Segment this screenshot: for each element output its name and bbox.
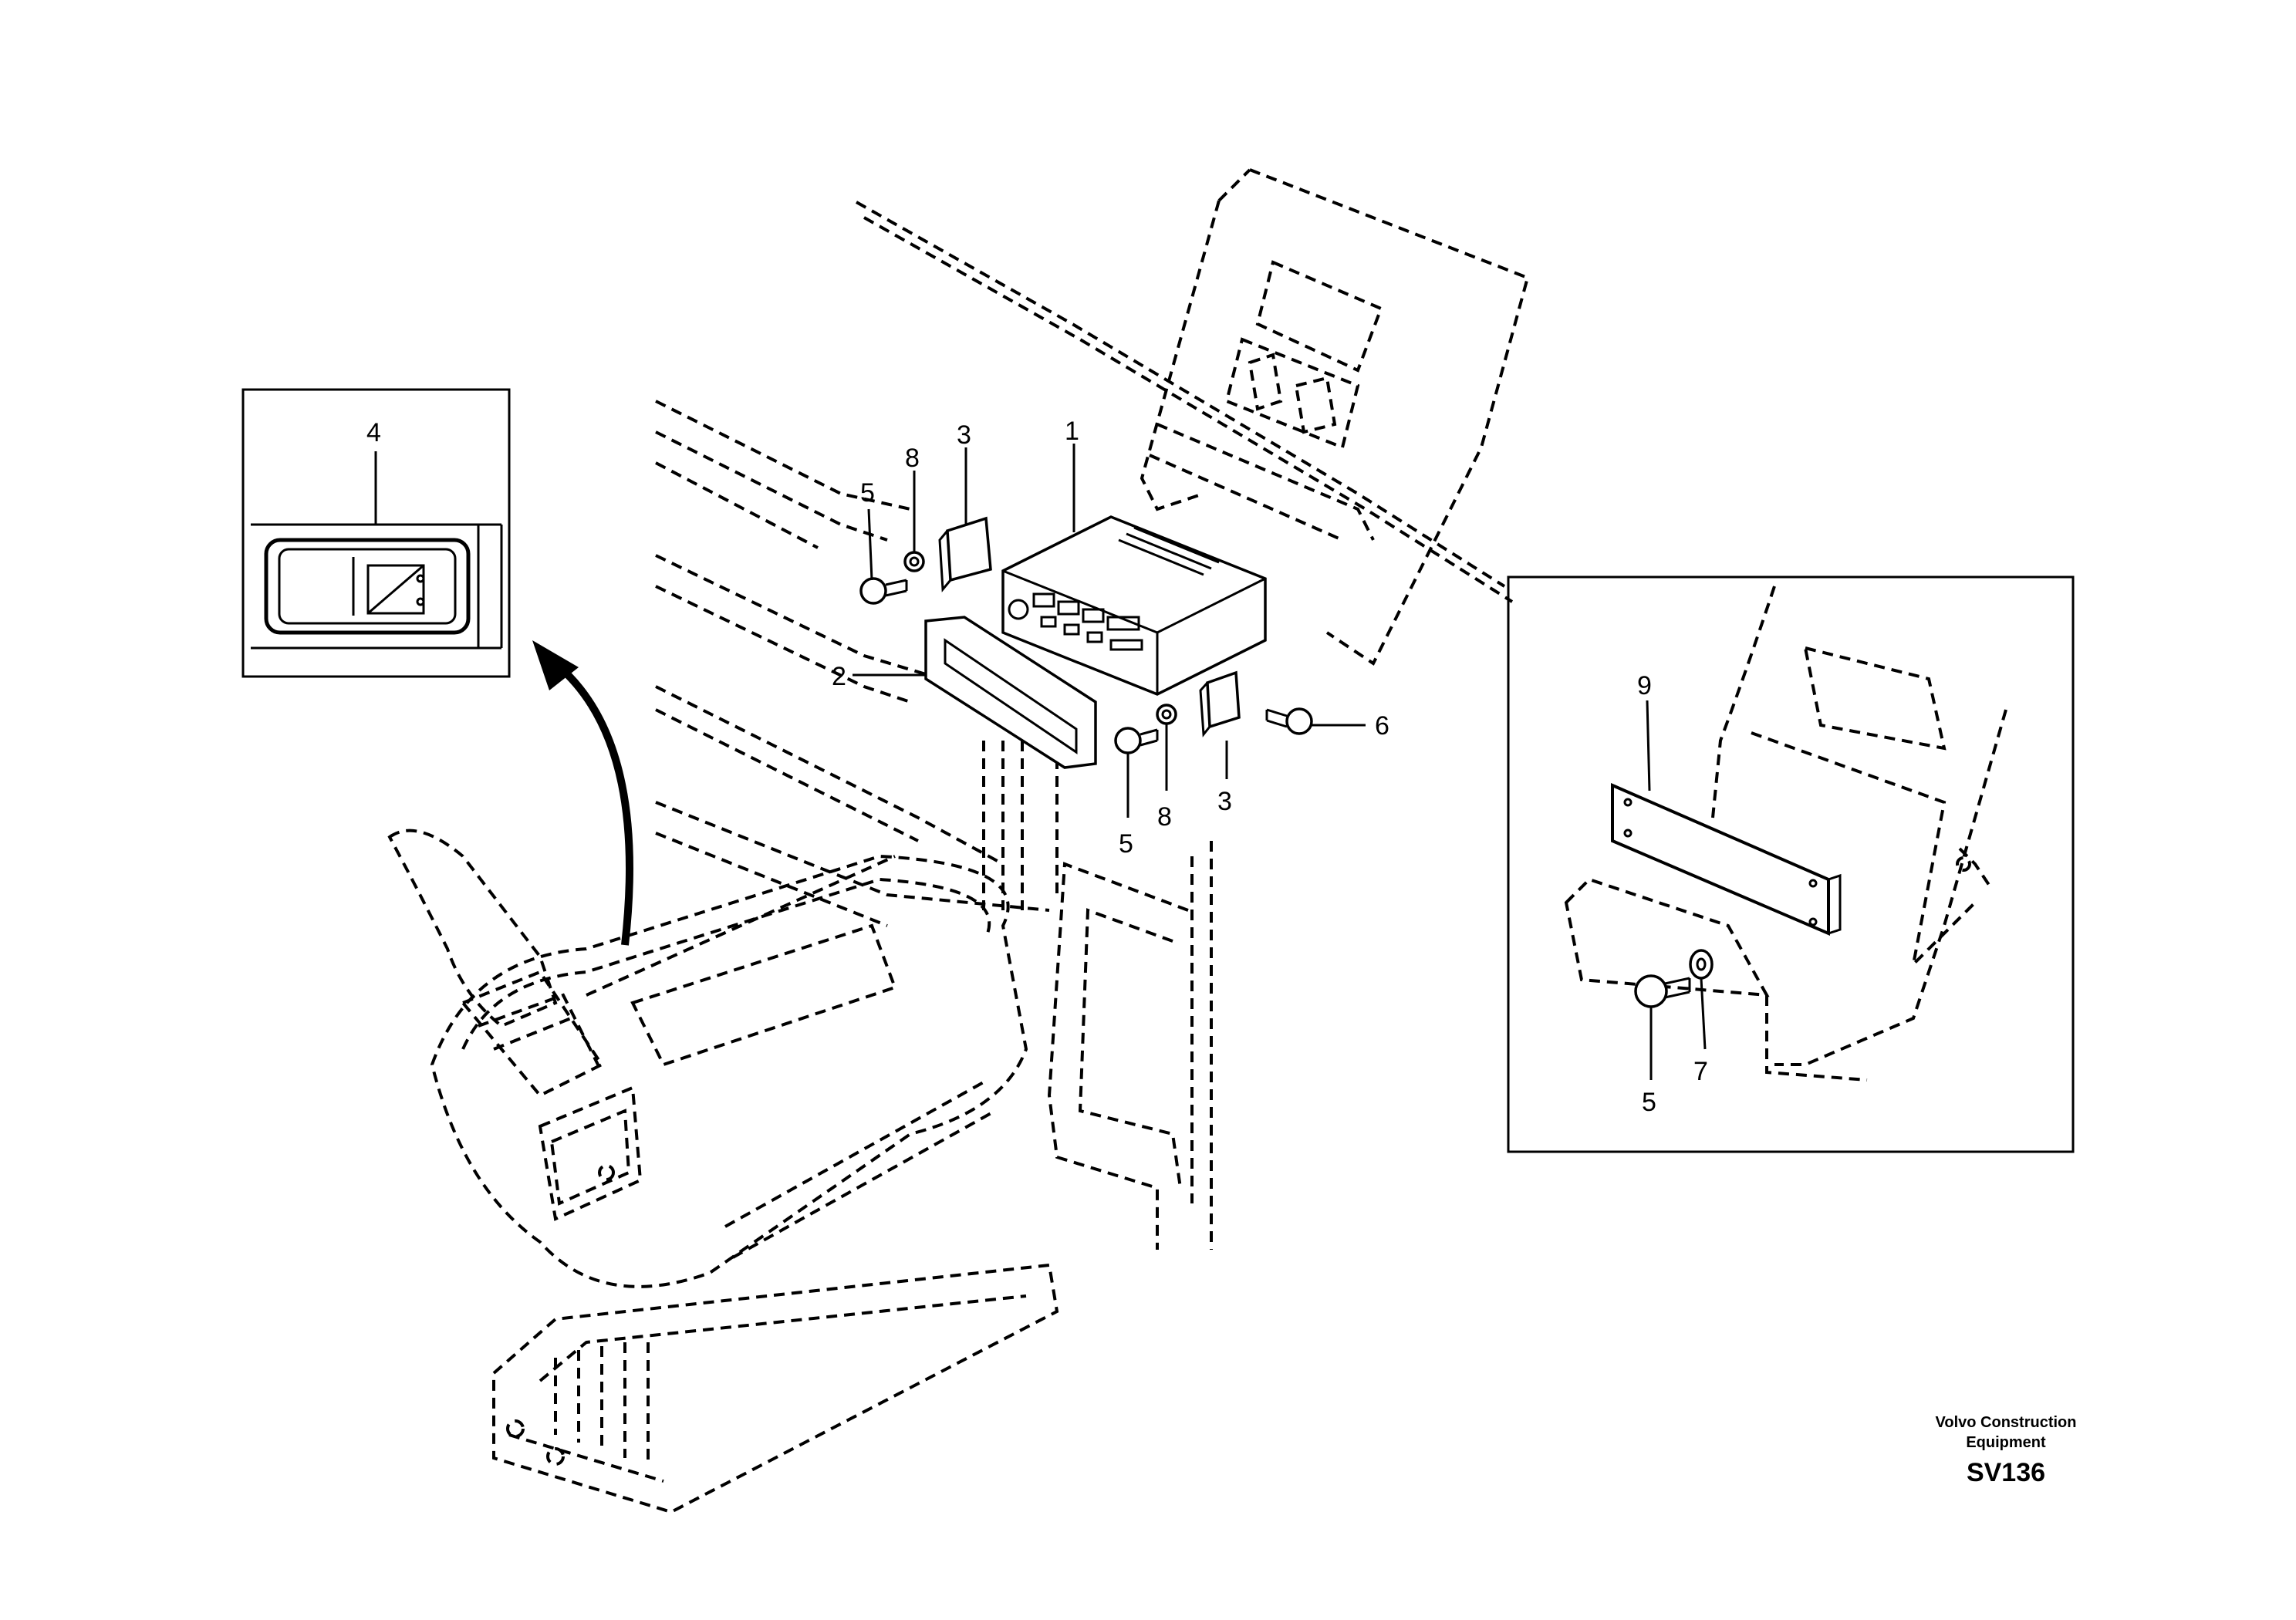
- screw-6: [1265, 707, 1313, 735]
- wiper-switch-icon: [366, 564, 425, 615]
- callout-3b: 3: [1217, 787, 1232, 816]
- leader-lines: [374, 444, 1366, 818]
- callout-6: 6: [1375, 711, 1389, 741]
- company-name-line1: Volvo Construction: [1935, 1414, 2077, 1431]
- callout-5b: 5: [1119, 829, 1133, 859]
- switch-inset: 4: [241, 388, 511, 678]
- callout-2: 2: [832, 662, 846, 691]
- washer-8b: [1156, 704, 1177, 725]
- callout-9: 9: [1637, 671, 1652, 700]
- cab-structure-dashed: [387, 168, 1530, 1514]
- callout-3a: 3: [957, 420, 971, 450]
- curved-arrow-icon: [532, 640, 633, 946]
- callout-5c: 5: [1642, 1088, 1656, 1117]
- callout-5a: 5: [860, 478, 875, 508]
- bracket-right: [1199, 670, 1241, 737]
- callout-8a: 8: [905, 444, 920, 473]
- screw-5b: [1114, 727, 1159, 754]
- bracket-left: [938, 516, 992, 592]
- callout-1: 1: [1065, 417, 1079, 446]
- washer-8a: [903, 551, 925, 572]
- company-name-line2: Equipment: [1966, 1434, 2046, 1451]
- callout-8b: 8: [1157, 802, 1172, 832]
- bezel-frame: [924, 616, 1097, 769]
- cover-plate-inset: 9 5 7: [1507, 575, 2075, 1153]
- radio-unit: [1001, 515, 1267, 696]
- callout-4: 4: [366, 418, 381, 447]
- drawing-code: SV136: [1966, 1458, 2046, 1487]
- callout-7: 7: [1693, 1057, 1708, 1086]
- screw-5a: [859, 577, 908, 605]
